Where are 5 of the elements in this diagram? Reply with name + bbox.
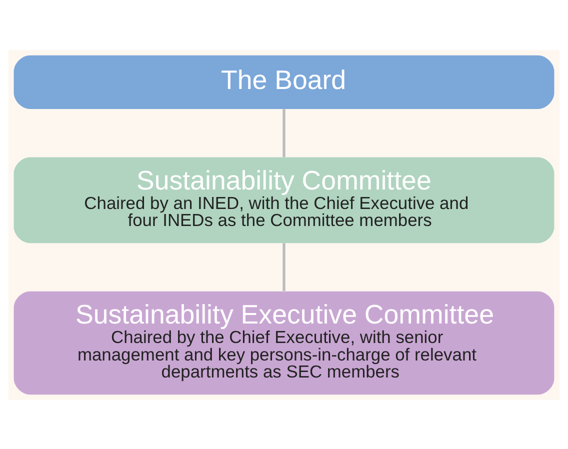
connector [282, 108, 286, 157]
node-box: Sustainability Committee Chaired by an INED, with the Chief Executive and four INEDs as the Committee members [14, 156, 554, 243]
connector [282, 242, 286, 290]
node-box: Sustainability Executive Committee Chaired by the Chief Executive, with senior management and key persons-in-charge of relevant departments as SEC members [14, 290, 554, 394]
node-box: The Board [14, 54, 554, 108]
